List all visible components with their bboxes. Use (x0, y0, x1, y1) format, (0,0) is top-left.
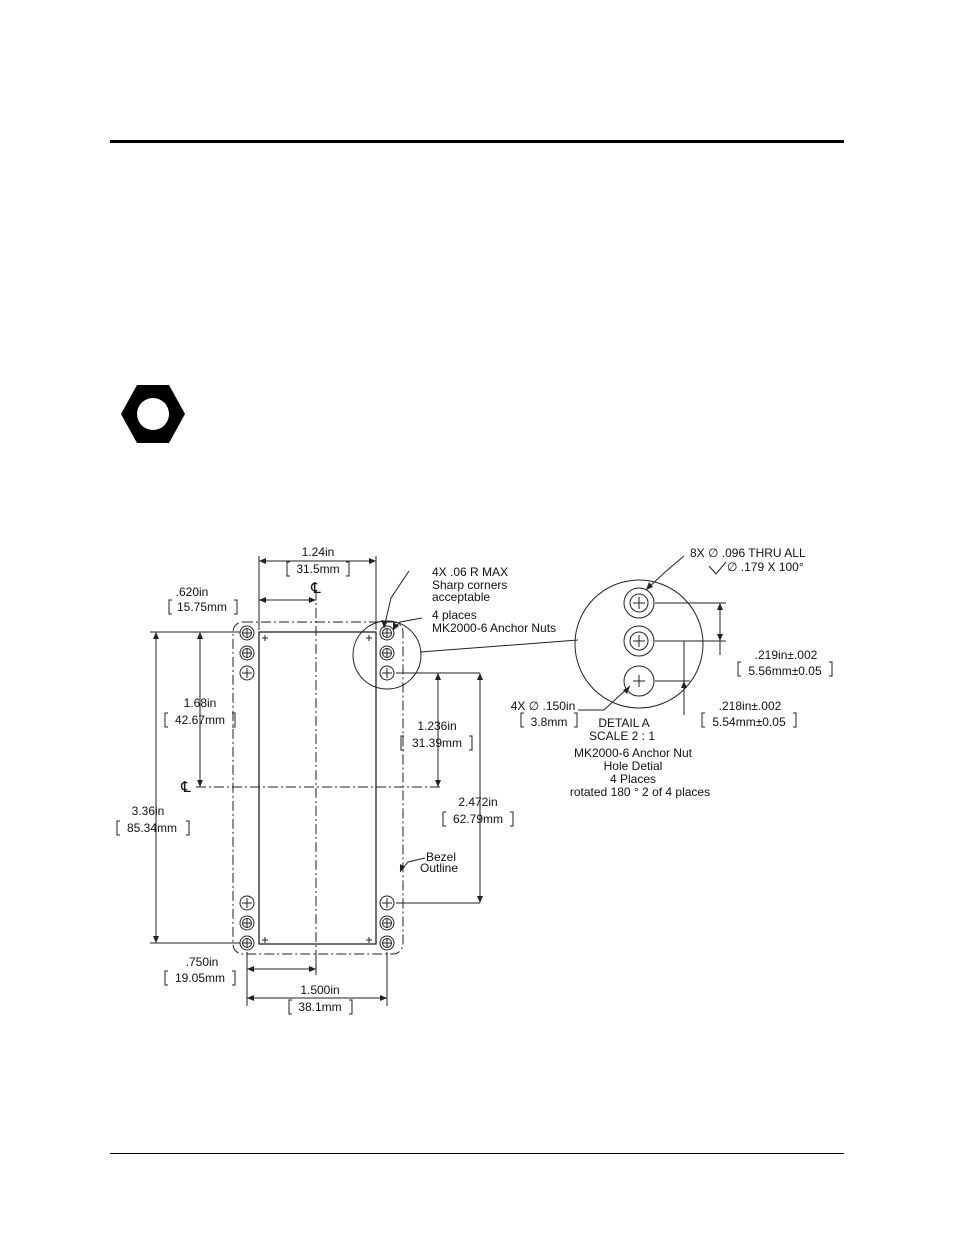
centerline-mark: ℄ (180, 779, 191, 796)
csink-note: ∅ .179 X 100° (727, 560, 804, 574)
mounting-hole (379, 935, 395, 951)
dim-e-in: .750in (186, 955, 219, 969)
dim-e-mm: 19.05mm (175, 971, 225, 985)
mounting-hole (239, 895, 255, 911)
header-rule (110, 140, 844, 143)
dim-h-in: 3.36in (132, 804, 165, 818)
bezel-note: Outline (420, 861, 458, 875)
dim-a-in: 1.68in (184, 696, 217, 710)
detail-label: DETAIL A (598, 716, 649, 730)
dim-c-in: 2.472in (458, 795, 497, 809)
dim-h-mm: 85.34mm (127, 821, 177, 835)
detail-p1-in: .219in±.002 (755, 648, 818, 662)
hole-dia-in: 4X ∅ .150in (511, 699, 576, 713)
mounting-hole (379, 645, 395, 661)
dim-b-mm: 31.39mm (412, 736, 462, 750)
dim-f-mm: 38.1mm (298, 1000, 341, 1014)
anchor-nuts-note: MK2000-6 Anchor Nuts (432, 621, 556, 635)
hex-nut-icon (121, 385, 185, 443)
detail-caption: MK2000-6 Anchor Nut (574, 746, 693, 760)
detail-hole (623, 587, 655, 619)
dim-f-in: 1.500in (300, 983, 339, 997)
corner-note: Sharp corners (432, 578, 507, 592)
detail-p2-in: .218in±.002 (719, 699, 782, 713)
panel-cutout (258, 631, 377, 945)
dim-half-in: .620in (176, 585, 209, 599)
detail-hole (623, 665, 655, 697)
bezel-note: Bezel (426, 850, 456, 864)
mounting-hole (239, 915, 255, 931)
dim-width-in: 1.24in (302, 545, 335, 559)
detail-p2-mm: 5.54mm±0.05 (712, 715, 786, 729)
mounting-hole (379, 625, 395, 641)
corner-note: 4X .06 R MAX (432, 565, 508, 579)
detail-a-circle (574, 579, 704, 709)
detail-p1-mm: 5.56mm±0.05 (748, 664, 822, 678)
corner-note: acceptable (432, 590, 490, 604)
mounting-hole (239, 645, 255, 661)
footer-rule (110, 1153, 844, 1154)
mounting-hole (379, 895, 395, 911)
mounting-hole (239, 625, 255, 641)
hole-dia-mm: 3.8mm (531, 715, 568, 729)
centerline-mark: ℄ (310, 580, 321, 597)
mounting-hole (239, 665, 255, 681)
dim-half-mm: 15.75mm (177, 600, 227, 614)
detail-hole (623, 625, 655, 657)
mounting-hole (379, 915, 395, 931)
detail-scale: SCALE 2 : 1 (589, 729, 655, 743)
detail-caption: 4 Places (610, 772, 656, 786)
dim-b-in: 1.236in (417, 719, 456, 733)
bezel-outline (232, 621, 404, 955)
anchor-nuts-note: 4 places (432, 608, 477, 622)
dim-width-mm: 31.5mm (296, 562, 339, 576)
mounting-hole (239, 935, 255, 951)
dim-a-mm: 42.67mm (175, 713, 225, 727)
dim-c-mm: 62.79mm (453, 812, 503, 826)
detail-caption: Hole Detial (604, 759, 663, 773)
detail-caption: rotated 180 ° 2 of 4 places (570, 785, 710, 799)
thru-note: 8X ∅ .096 THRU ALL (690, 546, 806, 560)
mounting-hole (379, 665, 395, 681)
